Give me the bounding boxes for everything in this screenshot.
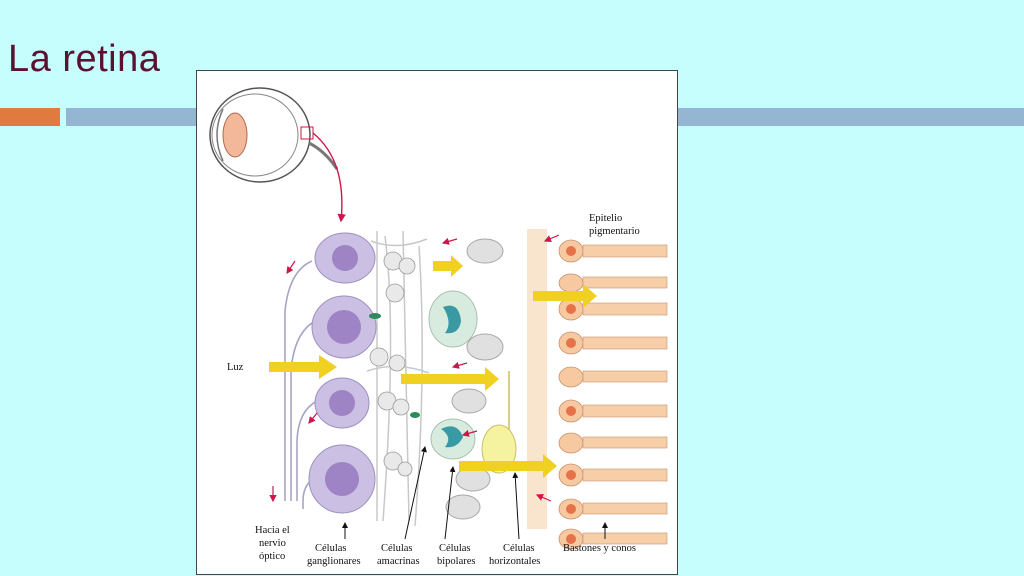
retina-diagram: Epitelio pigmentario Luz Hacia el nervio… xyxy=(196,70,678,575)
label-optico: óptico xyxy=(259,551,285,562)
accent-bar-blue-right xyxy=(678,108,1024,126)
accent-bar-orange xyxy=(0,108,60,126)
accent-bar-blue-left xyxy=(66,108,198,126)
bipolar-cells xyxy=(428,238,504,520)
label-epitelio: Epitelio xyxy=(589,213,622,224)
label-amacrinas-1: Células xyxy=(381,543,413,554)
label-pointers xyxy=(342,446,608,540)
label-bastones-conos: Bastones y conos xyxy=(563,543,636,554)
label-horizontales-2: horizontales xyxy=(489,556,540,567)
label-bipolares-1: Células xyxy=(439,543,471,554)
label-pigmentario: pigmentario xyxy=(589,226,640,237)
label-bipolares-2: bipolares xyxy=(437,556,476,567)
label-luz: Luz xyxy=(227,362,244,373)
ganglion-cell xyxy=(314,232,376,284)
label-horizontales-1: Células xyxy=(503,543,535,554)
label-nervio: nervio xyxy=(259,538,286,549)
label-hacia-el: Hacia el xyxy=(255,525,290,536)
light-arrows xyxy=(269,255,597,478)
ganglion-cell xyxy=(314,377,370,429)
ganglion-cells xyxy=(308,232,377,514)
amacrine-cells xyxy=(369,251,420,477)
label-ganglionares-2: ganglionares xyxy=(307,556,361,567)
eye-illustration xyxy=(209,87,346,223)
ganglion-cell xyxy=(311,295,377,359)
label-amacrinas-2: amacrinas xyxy=(377,556,420,567)
label-ganglionares-1: Células xyxy=(315,543,347,554)
photoreceptors xyxy=(527,229,668,550)
signal-arrows xyxy=(269,234,560,503)
slide-title: La retina xyxy=(8,38,161,80)
ganglion-cell xyxy=(308,444,376,514)
